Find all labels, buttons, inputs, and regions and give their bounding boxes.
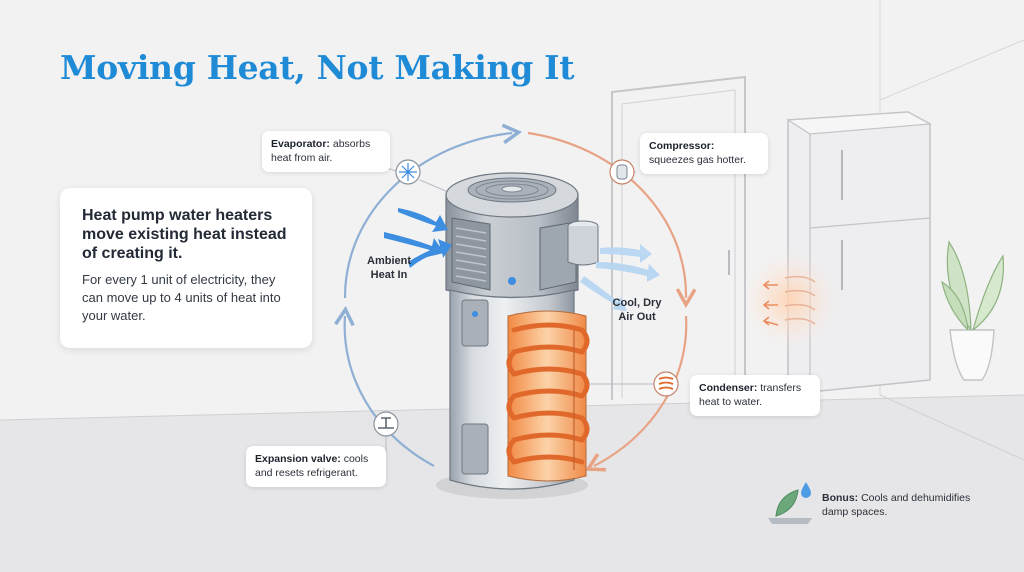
callout-condenser-term: Condenser: xyxy=(699,382,758,394)
leaf-droplet-icon xyxy=(768,482,812,524)
bonus-term: Bonus: xyxy=(822,492,859,504)
callout-expansion-term: Expansion valve: xyxy=(255,453,341,465)
intro-card: Heat pump water heaters move existing he… xyxy=(60,188,312,348)
compressor-cylinder-icon xyxy=(609,159,635,185)
valve-icon xyxy=(373,411,399,437)
callout-evaporator-text: absorbs heat from air. xyxy=(271,138,371,164)
callout-condenser-text: transfers heat to water. xyxy=(699,382,802,408)
callout-compressor-text: squeezes gas hotter. xyxy=(649,153,746,166)
cool-dry-air-label: Cool, Dry Air Out xyxy=(612,297,662,323)
callout-expansion-text: cools and resets refrigerant. xyxy=(255,453,369,479)
callout-evaporator-term: Evaporator: xyxy=(271,138,330,150)
page-title: Moving Heat, Not Making It xyxy=(60,48,575,87)
ambient-air-arrows xyxy=(384,208,452,268)
ambient-heat-label: Ambient Heat In xyxy=(367,255,411,281)
callout-compressor: Compressor: squeezes gas hotter. xyxy=(640,133,768,174)
intro-body: For every 1 unit of electricity, they ca… xyxy=(82,272,281,323)
coil-icon xyxy=(653,371,679,397)
snowflake-coil-icon xyxy=(395,159,421,185)
refrigerant-cycle xyxy=(334,123,697,472)
bonus-note: Bonus: Cools and dehumidifies damp space… xyxy=(822,491,992,519)
cool-air-arrows xyxy=(580,244,660,311)
intro-headline: Heat pump water heaters move existing he… xyxy=(82,207,287,262)
potted-plant xyxy=(941,240,1005,381)
callout-expansion-valve: Expansion valve: cools and resets refrig… xyxy=(246,446,386,487)
water-heater xyxy=(436,172,599,499)
bonus-text: Cools and dehumidifies damp spaces. xyxy=(822,492,971,518)
callout-compressor-term: Compressor: xyxy=(649,140,715,152)
refrigerator xyxy=(742,111,933,393)
callout-evaporator: Evaporator: absorbs heat from air. xyxy=(262,131,390,172)
callout-condenser: Condenser: transfers heat to water. xyxy=(690,375,820,416)
